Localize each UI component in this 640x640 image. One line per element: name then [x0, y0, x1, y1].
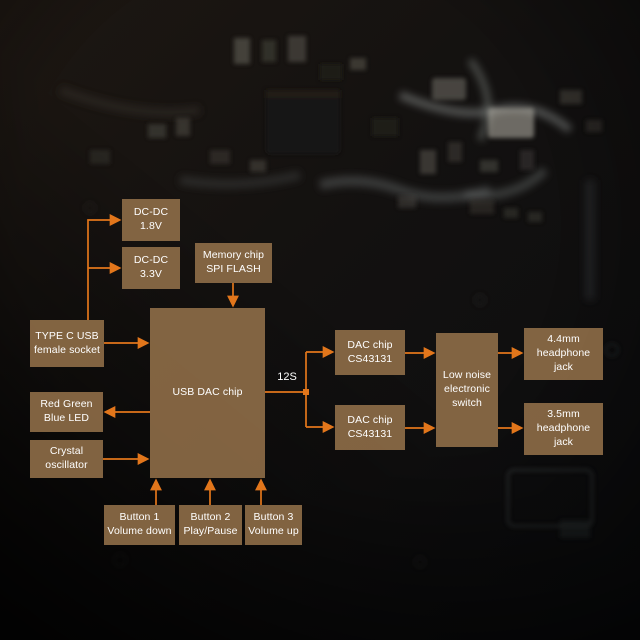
block-rgb-led: Red Green Blue LED: [30, 392, 103, 432]
block-button2-play-pause: Button 2 Play/Pause: [179, 505, 242, 545]
block-crystal-oscillator: Crystal oscillator: [30, 440, 103, 478]
block-button3-volume-up: Button 3 Volume up: [245, 505, 302, 545]
arrow-usb-to-dcdc18: [87, 214, 122, 320]
i2s-bus-label: 12S: [277, 371, 297, 383]
block-typec-usb-socket: TYPE C USB female socket: [30, 320, 104, 367]
block-3-5mm-headphone-jack: 3.5mm headphone jack: [524, 403, 603, 455]
block-dcdc-3v3: DC-DC 3.3V: [122, 247, 180, 289]
block-dac-chip-cs43131-top: DAC chip CS43131: [335, 330, 405, 375]
block-usb-dac-chip: USB DAC chip: [150, 308, 265, 478]
block-dac-chip-cs43131-bottom: DAC chip CS43131: [335, 405, 405, 450]
i2s-junction-dot: [303, 389, 309, 395]
block-memory-spi-flash: Memory chip SPI FLASH: [195, 243, 272, 283]
block-low-noise-switch: Low noise electronic switch: [436, 333, 498, 447]
block-4-4mm-headphone-jack: 4.4mm headphone jack: [524, 328, 603, 380]
block-dcdc-1v8: DC-DC 1.8V: [122, 199, 180, 241]
block-button1-volume-down: Button 1 Volume down: [104, 505, 175, 545]
